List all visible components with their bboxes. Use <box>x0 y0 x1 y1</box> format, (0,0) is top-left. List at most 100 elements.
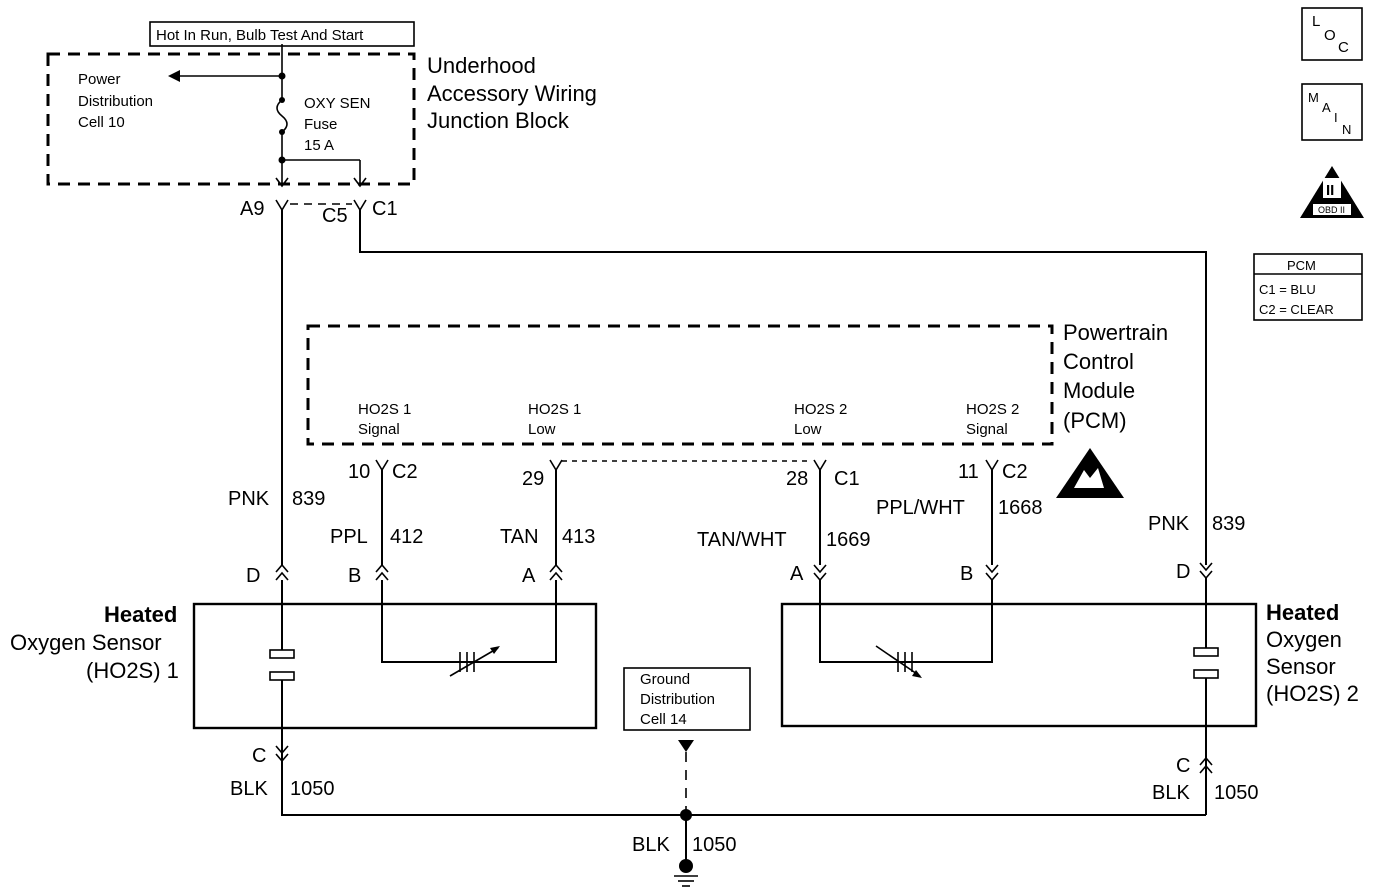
svg-text:I: I <box>1334 110 1338 125</box>
svg-text:A: A <box>1322 100 1331 115</box>
sensor1-pin-c: C <box>252 745 266 767</box>
pcm-legend: PCM C1 = BLU C2 = CLEAR <box>1253 253 1363 321</box>
ground-arrow-icon <box>678 740 694 752</box>
fuse-label-1: OXY SEN <box>304 95 370 112</box>
pin-11: 11 <box>958 461 979 483</box>
wire-pnk-right <box>359 210 1207 565</box>
sensor1-label-1: Heated <box>104 602 177 627</box>
top-power-label: Hot In Run, Bulb Test And Start <box>149 21 415 47</box>
pcm-t2-line1: HO2S 1 <box>528 401 581 418</box>
label-pnk-left-circuit: 839 <box>292 488 325 510</box>
ground-distribution: Ground Distribution Cell 14 <box>623 667 751 812</box>
pcm-legend-title: PCM <box>1287 258 1316 273</box>
label-ppl-circuit: 412 <box>390 526 423 548</box>
svg-text:II: II <box>1326 182 1334 199</box>
sensor2-pin-a: A <box>790 563 804 585</box>
ground-icon <box>674 859 698 887</box>
junction-title-1: Underhood <box>427 53 536 78</box>
pcm-t4-line1: HO2S 2 <box>966 401 1019 418</box>
power-dist-1: Power <box>78 71 121 88</box>
sensor1-pin-d: D <box>246 565 260 587</box>
obd-ii-icon[interactable]: II OBD II <box>1300 166 1364 218</box>
svg-text:O: O <box>1324 27 1336 44</box>
sensor1-pin-a: A <box>522 565 536 587</box>
sensor2-pin-b: B <box>960 563 973 585</box>
wire-blk-ground-bus <box>281 745 1206 816</box>
oxygen-sensor-1: Heated Oxygen Sensor (HO2S) 1 D B A C BL… <box>10 563 598 800</box>
pin-29: 29 <box>522 468 544 490</box>
svg-text:M: M <box>1308 90 1319 105</box>
oxygen-sensor-2: Heated Oxygen Sensor (HO2S) 2 A B D C BL… <box>780 561 1359 815</box>
label-tan-color: TAN <box>500 526 539 548</box>
pcm-t4-line2: Signal <box>966 421 1008 438</box>
variable-resistor-icon-2 <box>875 645 922 678</box>
conn-c1: C1 <box>834 468 860 490</box>
loc-icon[interactable]: L O C <box>1301 7 1363 61</box>
heater-icon-2 <box>1193 647 1219 657</box>
sensor1-label-3: (HO2S) 1 <box>86 658 179 683</box>
top-label-text: Hot In Run, Bulb Test And Start <box>156 27 364 44</box>
label-pplwht-circuit: 1668 <box>998 497 1043 519</box>
pcm-legend-row-1: C1 = BLU <box>1259 282 1316 297</box>
label-tan-circuit: 413 <box>562 526 595 548</box>
label-blk-right-color: BLK <box>1152 782 1190 804</box>
pcm-title-3: Module <box>1063 378 1135 403</box>
svg-text:N: N <box>1342 122 1351 137</box>
label-blk-center-color: BLK <box>632 834 670 856</box>
pcm-t2-line2: Low <box>528 421 556 438</box>
junction-title-2: Accessory Wiring <box>427 81 597 106</box>
heater-icon <box>269 649 295 659</box>
fuse-label-3: 15 A <box>304 137 334 154</box>
pcm-title-1: Powertrain <box>1063 320 1168 345</box>
label-pnk-right-color: PNK <box>1148 513 1190 535</box>
label-blk-center-circuit: 1050 <box>692 834 737 856</box>
pin-c5: C5 <box>322 205 348 227</box>
variable-resistor-icon <box>449 646 500 677</box>
wire-labels: PNK 839 PPL 412 TAN 413 TAN/WHT 1669 PPL… <box>228 488 1245 551</box>
svg-text:L: L <box>1312 13 1320 30</box>
pcm-t1-line1: HO2S 1 <box>358 401 411 418</box>
pin-a9: A9 <box>240 198 264 220</box>
pcm-legend-row-2: C2 = CLEAR <box>1259 302 1334 317</box>
power-dist-2: Distribution <box>78 93 153 110</box>
junction-title-3: Junction Block <box>427 108 570 133</box>
ground-label-1: Ground <box>640 671 690 688</box>
pin-c1: C1 <box>372 198 398 220</box>
fuse-label-2: Fuse <box>304 116 337 133</box>
esd-warning-icon[interactable] <box>1056 448 1124 498</box>
sensor2-label-2: Oxygen <box>1266 627 1342 652</box>
conn-c2-left: C2 <box>392 461 418 483</box>
pin-28: 28 <box>786 468 808 490</box>
label-blk-left-color: BLK <box>230 778 268 800</box>
sensor2-label-1: Heated <box>1266 600 1339 625</box>
fuse-icon <box>276 99 288 133</box>
label-tanwht-color: TAN/WHT <box>697 529 787 551</box>
label-pplwht-color: PPL/WHT <box>876 497 965 519</box>
conn-c2-right: C2 <box>1002 461 1028 483</box>
pcm-module: Powertrain Control Module (PCM) HO2S 1 S… <box>306 320 1168 446</box>
label-ppl-color: PPL <box>330 526 368 548</box>
power-dist-3: Cell 10 <box>78 114 125 131</box>
label-pnk-right-circuit: 839 <box>1212 513 1245 535</box>
sensor2-label-4: (HO2S) 2 <box>1266 681 1359 706</box>
sensor1-label-2: Oxygen Sensor <box>10 630 162 655</box>
ground-label-2: Distribution <box>640 691 715 708</box>
pcm-pins: 10 C2 29 28 C1 11 C2 <box>348 459 1028 490</box>
pcm-title-2: Control <box>1063 349 1134 374</box>
sensor1-pin-b: B <box>348 565 361 587</box>
pin-10: 10 <box>348 461 370 483</box>
sensor2-pin-d: D <box>1176 561 1190 583</box>
ground-label-3: Cell 14 <box>640 711 687 728</box>
label-pnk-left-color: PNK <box>228 488 270 510</box>
svg-text:OBD II: OBD II <box>1318 205 1345 215</box>
label-blk-left-circuit: 1050 <box>290 778 335 800</box>
main-icon[interactable]: M A I N <box>1301 83 1363 141</box>
pcm-t3-line2: Low <box>794 421 822 438</box>
sensor2-pin-c: C <box>1176 755 1190 777</box>
svg-text:C: C <box>1338 39 1349 56</box>
pcm-t1-line2: Signal <box>358 421 400 438</box>
label-blk-right-circuit: 1050 <box>1214 782 1259 804</box>
pcm-title-4: (PCM) <box>1063 408 1127 433</box>
pcm-t3-line1: HO2S 2 <box>794 401 847 418</box>
